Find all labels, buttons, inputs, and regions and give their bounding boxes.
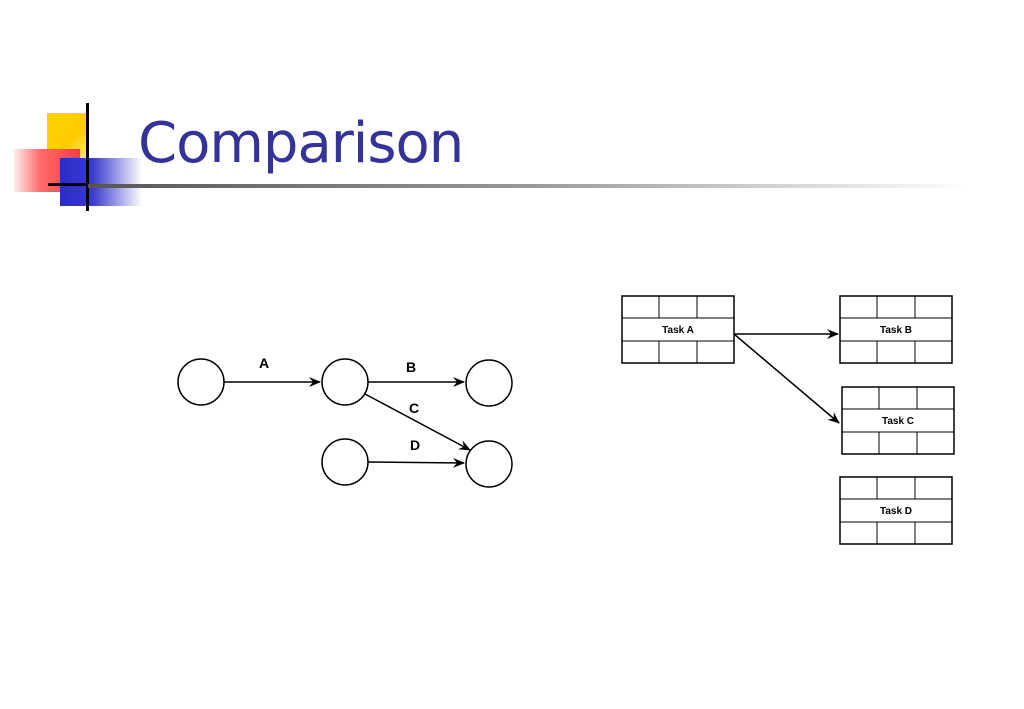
- task-label-b: Task B: [880, 325, 912, 336]
- aoa-node-1: [177, 358, 225, 406]
- aoa-node-3: [465, 359, 513, 407]
- task-label-d: Task D: [880, 506, 912, 517]
- activity-label-b: B: [406, 359, 416, 375]
- task-label-c: Task C: [882, 416, 914, 427]
- activity-on-arrow-diagram: A B C D: [177, 355, 513, 488]
- aoa-node-4: [321, 438, 369, 486]
- activity-label-c: C: [409, 400, 419, 416]
- task-box-c: Task C: [841, 386, 955, 455]
- aoa-node-2: [321, 358, 369, 406]
- decor-blue-square: [60, 158, 142, 206]
- aoa-arrow-d: [367, 457, 465, 468]
- aoa-node-5: [465, 440, 513, 488]
- task-box-b: Task B: [839, 295, 953, 364]
- activity-label-d: D: [410, 437, 420, 453]
- aoa-arrow-c: [364, 393, 471, 451]
- task-label-a: Task A: [662, 325, 694, 336]
- activity-label-a: A: [259, 355, 269, 371]
- task-box-a: Task A: [621, 295, 735, 364]
- decor-vertical-line: [86, 103, 89, 211]
- decor-horizontal-line: [48, 183, 88, 186]
- slide-title: Comparison: [138, 111, 464, 176]
- task-box-d: Task D: [839, 476, 953, 545]
- title-underline: [88, 184, 968, 188]
- activity-on-node-diagram: Task A Task B Task C: [621, 295, 955, 545]
- aon-arrow-a-to-c: [733, 333, 840, 424]
